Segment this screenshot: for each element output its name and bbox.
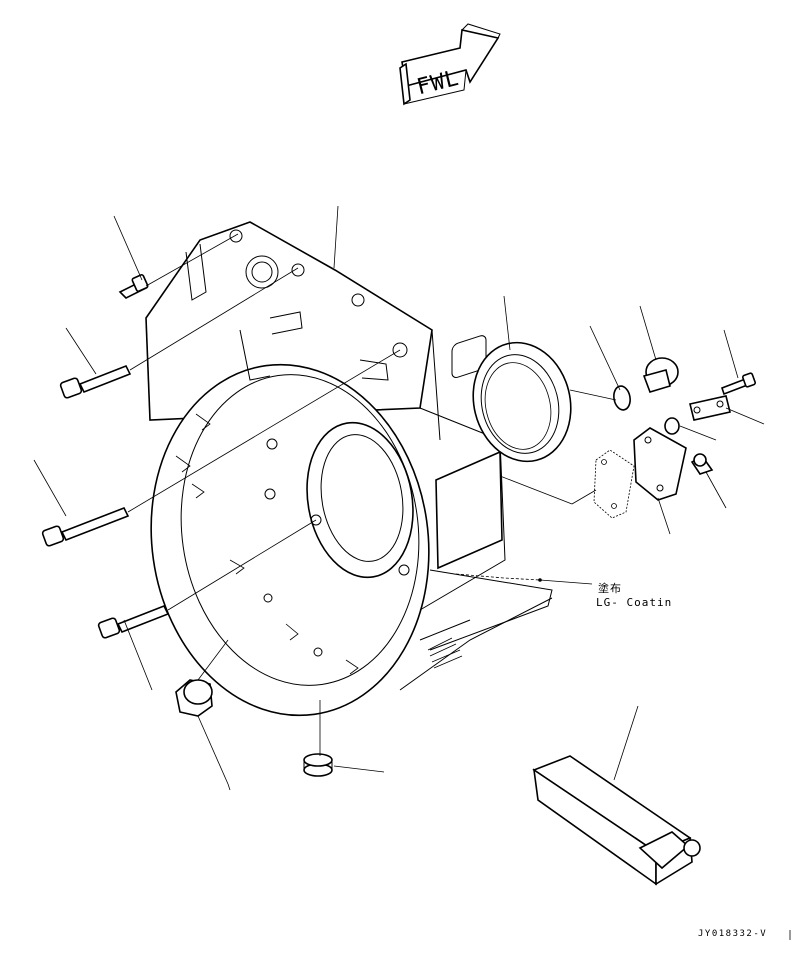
dowel-pin bbox=[303, 753, 333, 777]
cover-plate bbox=[633, 427, 687, 501]
gasket bbox=[593, 449, 635, 519]
small-bolt bbox=[720, 372, 756, 396]
o-ring bbox=[613, 385, 631, 411]
oil-seal bbox=[472, 341, 572, 463]
washer bbox=[664, 417, 680, 435]
figure-code: JY018332-V bbox=[698, 929, 767, 939]
drain-plug bbox=[175, 679, 213, 717]
coating-label-en: LG- Coatin bbox=[596, 596, 672, 609]
coating-label-jp: 塗布 bbox=[598, 581, 622, 595]
long-bolt-3 bbox=[41, 506, 130, 547]
installer-tool-icon bbox=[532, 755, 701, 886]
forward-arrow-icon: FWL bbox=[399, 23, 501, 106]
cap-plug bbox=[642, 357, 679, 393]
cover-bolt bbox=[690, 453, 714, 475]
long-bolt-2 bbox=[59, 364, 132, 399]
leader-lines bbox=[33, 205, 765, 791]
bracket-plate bbox=[689, 395, 731, 421]
flywheel-housing bbox=[145, 221, 553, 717]
long-bolt-1 bbox=[118, 274, 149, 299]
long-bolt-4 bbox=[97, 604, 170, 639]
